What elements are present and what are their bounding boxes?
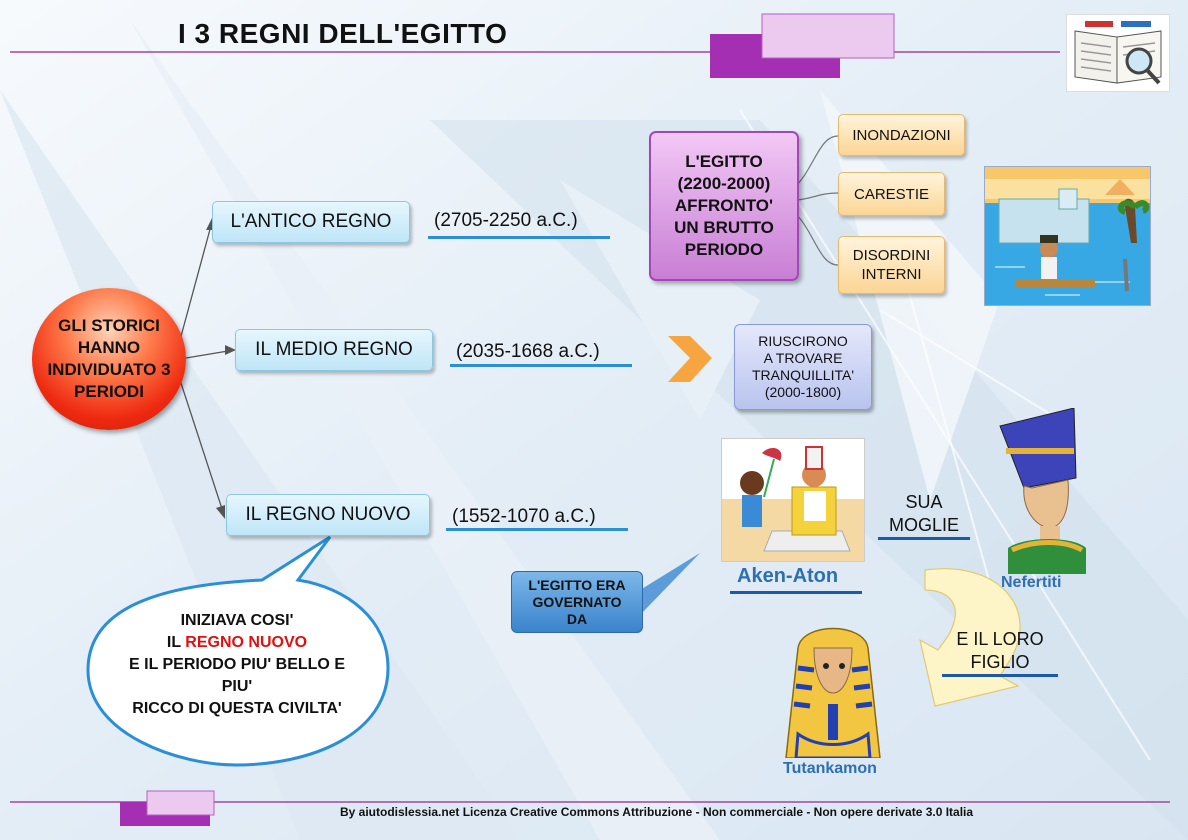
nefertiti-label: Nefertiti bbox=[1001, 574, 1062, 591]
tutankamon-label: Tutankamon bbox=[783, 760, 877, 777]
page-title: I 3 REGNI DELL'EGITTO bbox=[178, 18, 508, 49]
old-kingdom-dates: (2705-2250 a.C.) bbox=[434, 210, 578, 231]
tutankamon-image bbox=[778, 608, 888, 760]
chevron-right-icon bbox=[668, 336, 712, 382]
tranquility-box: RIUSCIRONO A TROVARE TRANQUILLITA' (2000… bbox=[734, 324, 872, 410]
logo-image bbox=[1066, 14, 1170, 92]
new-kingdom-cloud: INIZIAVA COSI' IL REGNO NUOVO E IL PERIO… bbox=[129, 612, 345, 717]
cause-internal-disorders: DISORDINI INTERNI bbox=[838, 236, 945, 294]
his-wife-label: SUA MOGLIE bbox=[888, 492, 959, 535]
new-kingdom-dates: (1552-1070 a.C.) bbox=[452, 506, 596, 527]
their-son-underline bbox=[942, 674, 1058, 677]
new-kingdom-box: IL REGNO NUOVO bbox=[226, 494, 430, 536]
akenaton-image bbox=[721, 438, 865, 562]
old-kingdom-underline bbox=[428, 236, 610, 239]
their-son-label: E IL LORO FIGLIO bbox=[956, 629, 1044, 672]
middle-kingdom-dates: (2035-1668 a.C.) bbox=[456, 341, 600, 362]
governed-by-note: L'EGITTO ERA GOVERNATO DA bbox=[511, 571, 643, 633]
new-kingdom-underline bbox=[446, 528, 628, 531]
middle-kingdom-underline bbox=[450, 364, 632, 367]
cause-famines: CARESTIE bbox=[838, 172, 945, 216]
cause-floods: INONDAZIONI bbox=[838, 114, 965, 156]
middle-kingdom-box: IL MEDIO REGNO bbox=[235, 329, 433, 371]
old-kingdom-box: L'ANTICO REGNO bbox=[212, 201, 410, 243]
akenaton-label: Aken-Aton bbox=[737, 565, 839, 587]
orange-arrow-shape bbox=[668, 336, 712, 382]
license-footer: By aiutodislessia.net Licenza Creative C… bbox=[340, 805, 974, 819]
crisis-box: L'EGITTO (2200-2000) AFFRONTO' UN BRUTTO… bbox=[649, 131, 799, 281]
akenaton-underline bbox=[730, 591, 862, 594]
historians-circle: GLI STORICI HANNO INDIVIDUATO 3 PERIODI bbox=[32, 288, 186, 430]
nefertiti-image bbox=[994, 407, 1086, 574]
flood-image bbox=[984, 166, 1151, 306]
his-wife-underline bbox=[878, 537, 970, 540]
